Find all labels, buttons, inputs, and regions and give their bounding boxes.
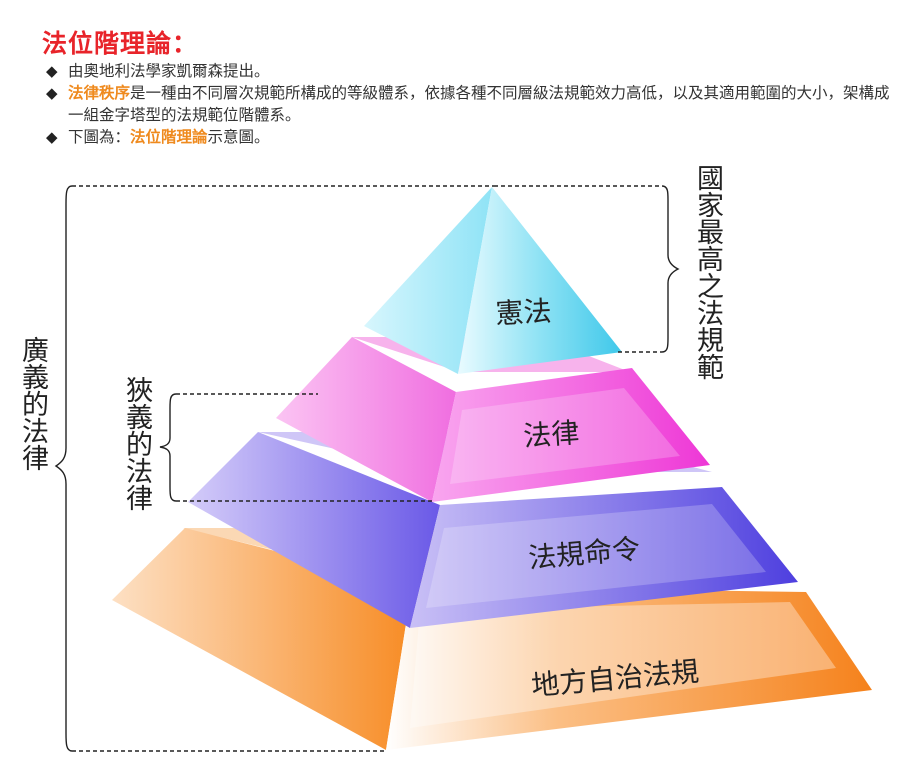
brace-broad xyxy=(54,185,73,752)
pyramid-level-1 xyxy=(364,187,622,374)
level-3-left-face xyxy=(188,432,440,628)
label-national-highest-norm: 國家最高之法規範 xyxy=(692,164,723,380)
level-label-statute: 法律 xyxy=(522,416,580,453)
bullet-text: 示意圖。 xyxy=(207,128,270,146)
level-4-front-face xyxy=(386,586,872,750)
level-1-left-face xyxy=(364,187,492,374)
brace-narrow xyxy=(159,393,177,502)
bullet-text: 是一種由不同層次規範所構成的等級體系，依據各種不同層級法規範效力高低，以及其適用… xyxy=(68,84,890,124)
level-2-front-face xyxy=(432,368,710,502)
bullet-list: ◆ 由奧地利法學家凱爾森提出。 ◆ 法律秩序是一種由不同層次規範所構成的等級體系… xyxy=(46,60,891,148)
bullet-item-definition: ◆ 法律秩序是一種由不同層次規範所構成的等級體系，依據各種不同層級法規範效力高低… xyxy=(46,82,891,126)
level-4-inner-panel xyxy=(410,602,836,728)
highlight-theory-name: 法位階理論 xyxy=(130,128,208,146)
label-narrow-law: 狹義的法律 xyxy=(121,376,152,511)
label-broad-law: 廣義的法律 xyxy=(17,336,48,471)
highlight-legal-order: 法律秩序 xyxy=(68,84,131,102)
page-title: 法位階理論： xyxy=(42,29,199,58)
bullet-text: 下圖為： xyxy=(68,128,131,146)
bracket-narrow xyxy=(159,393,432,502)
bullet-item-figure-intro: ◆ 下圖為：法位階理論示意圖。 xyxy=(46,126,891,148)
bullet-text: 由奧地利法學家凱爾森提出。 xyxy=(68,62,270,80)
diamond-bullet-icon: ◆ xyxy=(46,128,58,146)
level-1-front-face xyxy=(458,187,622,374)
level-2-left-face xyxy=(276,337,456,502)
diamond-bullet-icon: ◆ xyxy=(46,62,58,80)
bullet-item-origin: ◆ 由奧地利法學家凱爾森提出。 xyxy=(46,60,891,82)
level-2-inner-panel xyxy=(450,388,680,484)
level-label-constitution: 憲法 xyxy=(495,295,553,331)
level-3-front-face xyxy=(410,487,798,628)
diamond-bullet-icon: ◆ xyxy=(46,84,58,102)
brace-right xyxy=(661,185,680,353)
bracket-top-right xyxy=(494,185,680,353)
bracket-broad xyxy=(54,185,494,752)
level-3-inner-panel xyxy=(426,504,766,608)
